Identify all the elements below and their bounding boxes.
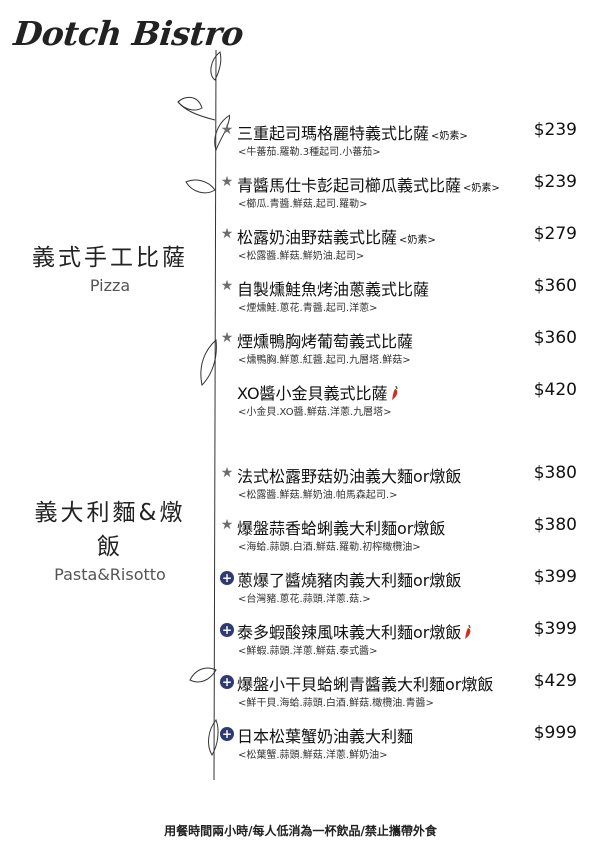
star-icon: ★: [220, 278, 234, 294]
menu-item: ★ 松露奶油野菇義式比薩<奶素> <松露醬.鮮菇.鮮奶油.起司> $279: [220, 224, 585, 270]
item-price: $429: [533, 671, 577, 691]
item-name: 爆盤蒜香蛤蜊義大利麵or燉飯: [237, 519, 446, 538]
item-tag: <奶素>: [431, 131, 468, 142]
item-description: <櫛瓜.青醬.鮮菇.起司.羅勒>: [238, 199, 368, 210]
menu-item: + 蔥爆了醬燒豬肉義大利麵or燉飯 <台灣豬.蔥花.蒜頭.洋蔥.菇.> $399: [220, 567, 585, 613]
item-price: $399: [533, 619, 577, 639]
item-tag: <奶素>: [399, 235, 436, 246]
item-price: $279: [533, 224, 577, 244]
plus-icon: +: [220, 623, 234, 637]
item-price: $360: [533, 328, 577, 348]
item-description: <煙燻鮭.蔥花.青醬.起司.洋蔥>: [238, 303, 378, 314]
item-description: <燻鴨胸.鮮蔥.紅醬.起司.九層塔.鮮菇>: [238, 355, 411, 366]
menu-item: ★ 爆盤蒜香蛤蜊義大利麵or燉飯 <海蛤.蒜頭.白酒.鮮菇.羅勒.初榨橄欖油> …: [220, 515, 585, 561]
plus-icon: +: [220, 675, 234, 689]
item-name: 爆盤小干貝蛤蜊青醬義大利麵or燉飯: [237, 675, 494, 694]
item-description: <松露醬.鮮菇.鮮奶油.帕馬森起司.>: [238, 490, 398, 501]
star-icon: ★: [220, 517, 234, 533]
star-icon: ★: [220, 226, 234, 242]
item-name: 日本松葉蟹奶油義大利麵: [237, 727, 414, 746]
menu-item: XO醬小金貝義式比薩 <小金貝.XO醬.鮮菇.洋蔥.九層塔> $420: [220, 380, 585, 426]
item-price: $239: [533, 172, 577, 192]
section-title-zh: 義大利麵&燉飯: [34, 500, 186, 560]
plus-icon: +: [220, 727, 234, 741]
chili-pepper-icon: [465, 625, 472, 639]
menu-item: + 泰多蝦酸辣風味義大利麵or燉飯 <鮮蝦.蒜頭.洋蔥.鮮菇.泰式醬> $399: [220, 619, 585, 665]
menu-item: ★ 法式松露野菇奶油義大麵or燉飯 <松露醬.鮮菇.鮮奶油.帕馬森起司.> $3…: [220, 463, 585, 509]
star-icon: ★: [220, 465, 234, 481]
item-price: $360: [533, 276, 577, 296]
item-description: <松露醬.鮮菇.鮮奶油.起司>: [238, 251, 365, 262]
item-description: <松葉蟹.蒜頭.鮮菇.洋蔥.鮮奶油>: [238, 750, 388, 761]
menu-item: ★ 煙燻鴨胸烤葡萄義式比薩 <燻鴨胸.鮮蔥.紅醬.起司.九層塔.鮮菇> $360: [220, 328, 585, 374]
section-title-en: Pasta&Risotto: [54, 565, 166, 584]
star-icon: ★: [220, 330, 234, 346]
item-name: XO醬小金貝義式比薩: [237, 380, 399, 404]
item-price: $380: [533, 515, 577, 535]
item-description: <台灣豬.蔥花.蒜頭.洋蔥.菇.>: [238, 594, 371, 605]
menu-item: ★ 青醬馬仕卡彭起司櫛瓜義式比薩<奶素> <櫛瓜.青醬.鮮菇.起司.羅勒> $2…: [220, 172, 585, 218]
item-price: $999: [533, 723, 577, 743]
item-price: $420: [533, 380, 577, 400]
item-name: 自製燻鮭魚烤油蔥義式比薩: [237, 280, 430, 299]
menu-item: + 日本松葉蟹奶油義大利麵 <松葉蟹.蒜頭.鮮菇.洋蔥.鮮奶油> $999: [220, 723, 585, 769]
item-description: <鮮干貝.海蛤.蒜頭.白酒.鮮菇.橄欖油.青醬>: [238, 698, 434, 709]
section-title-en: Pizza: [89, 276, 131, 295]
menu-item: + 爆盤小干貝蛤蜊青醬義大利麵or燉飯 <鮮干貝.海蛤.蒜頭.白酒.鮮菇.橄欖油…: [220, 671, 585, 717]
item-name: 法式松露野菇奶油義大麵or燉飯: [237, 467, 462, 486]
chili-pepper-icon: [391, 386, 398, 400]
item-name: 松露奶油野菇義式比薩<奶素>: [237, 228, 436, 247]
section-title-pasta: 義大利麵&燉飯 Pasta&Risotto: [25, 493, 195, 584]
item-name: 青醬馬仕卡彭起司櫛瓜義式比薩<奶素>: [237, 176, 500, 195]
star-icon: ★: [220, 174, 234, 190]
plus-icon: +: [220, 571, 234, 585]
item-description: <海蛤.蒜頭.白酒.鮮菇.羅勒.初榨橄欖油>: [238, 542, 421, 553]
section-title-zh: 義式手工比薩: [32, 245, 188, 271]
item-description: <鮮蝦.蒜頭.洋蔥.鮮菇.泰式醬>: [238, 646, 378, 657]
item-tag: <奶素>: [463, 183, 500, 194]
menu-item: ★ 自製燻鮭魚烤油蔥義式比薩 <煙燻鮭.蔥花.青醬.起司.洋蔥> $360: [220, 276, 585, 322]
footer-note: 用餐時間兩小時/每人低消為一杯飲品/禁止攜帶外食: [164, 824, 437, 838]
item-name: 蔥爆了醬燒豬肉義大利麵or燉飯: [237, 571, 462, 590]
item-price: $380: [533, 463, 577, 483]
menu-item: ★ 三重起司瑪格麗特義式比薩<奶素> <牛蕃茄.羅勒.3種起司.小蕃茄> $23…: [220, 120, 585, 166]
star-icon: ★: [220, 122, 234, 138]
item-price: $239: [533, 120, 577, 140]
section-title-pizza: 義式手工比薩 Pizza: [25, 238, 195, 295]
item-price: $399: [533, 567, 577, 587]
item-description: <牛蕃茄.羅勒.3種起司.小蕃茄>: [238, 147, 381, 158]
item-name: 煙燻鴨胸烤葡萄義式比薩: [237, 332, 414, 351]
item-description: <小金貝.XO醬.鮮菇.洋蔥.九層塔>: [238, 407, 392, 418]
item-name: 泰多蝦酸辣風味義大利麵or燉飯: [237, 619, 472, 643]
leaf-vine-decoration: [177, 49, 230, 781]
item-name: 三重起司瑪格麗特義式比薩<奶素>: [237, 124, 468, 143]
